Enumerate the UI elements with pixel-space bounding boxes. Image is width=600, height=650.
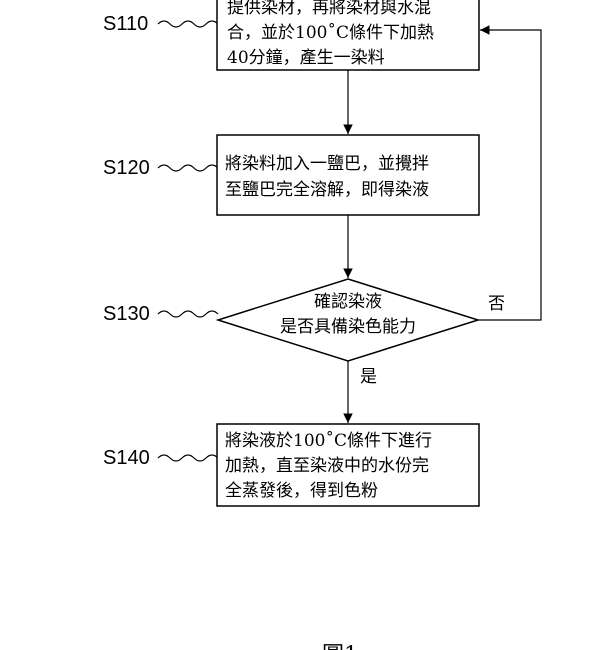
step-label-s140: S140 bbox=[103, 447, 150, 469]
step-text-s140-line2: 加熱，直至染液中的水份完 bbox=[225, 456, 429, 476]
step-text-s110-line3: 40分鐘，產生一染料 bbox=[227, 48, 385, 68]
step-text-s120-line2: 至鹽巴完全溶解，即得染液 bbox=[225, 180, 429, 200]
step-box-s140 bbox=[216, 423, 480, 507]
step-box-s110 bbox=[216, 0, 480, 71]
step-text-s110-line1: 提供染材，再將染材與水混 bbox=[227, 0, 431, 18]
leader-s140 bbox=[157, 454, 219, 462]
leader-s130 bbox=[157, 310, 219, 318]
step-text-s140-line3: 全蒸發後，得到色粉 bbox=[225, 481, 378, 501]
step-text-s140-line1: 將染液於100˚C條件下進行 bbox=[225, 431, 432, 451]
step-box-s120 bbox=[216, 134, 480, 216]
decision-text-line2: 是否具備染色能力 bbox=[280, 317, 416, 337]
leader-s110 bbox=[157, 20, 219, 28]
arrow-no-loop bbox=[478, 25, 542, 321]
decision-text-line1: 確認染液 bbox=[314, 292, 382, 312]
step-text-s110-line2: 合，並於100˚C條件下加熱 bbox=[227, 23, 434, 43]
step-label-s120: S120 bbox=[103, 157, 150, 179]
step-label-s110: S110 bbox=[103, 13, 148, 35]
figure-label: 圖1 bbox=[322, 643, 358, 650]
step-label-s130: S130 bbox=[103, 303, 150, 325]
leader-s120 bbox=[157, 164, 219, 172]
step-text-s120-line1: 將染料加入一鹽巴，並攪拌 bbox=[225, 154, 429, 174]
branch-label-yes: 是 bbox=[360, 367, 377, 387]
branch-label-no: 否 bbox=[488, 294, 505, 314]
